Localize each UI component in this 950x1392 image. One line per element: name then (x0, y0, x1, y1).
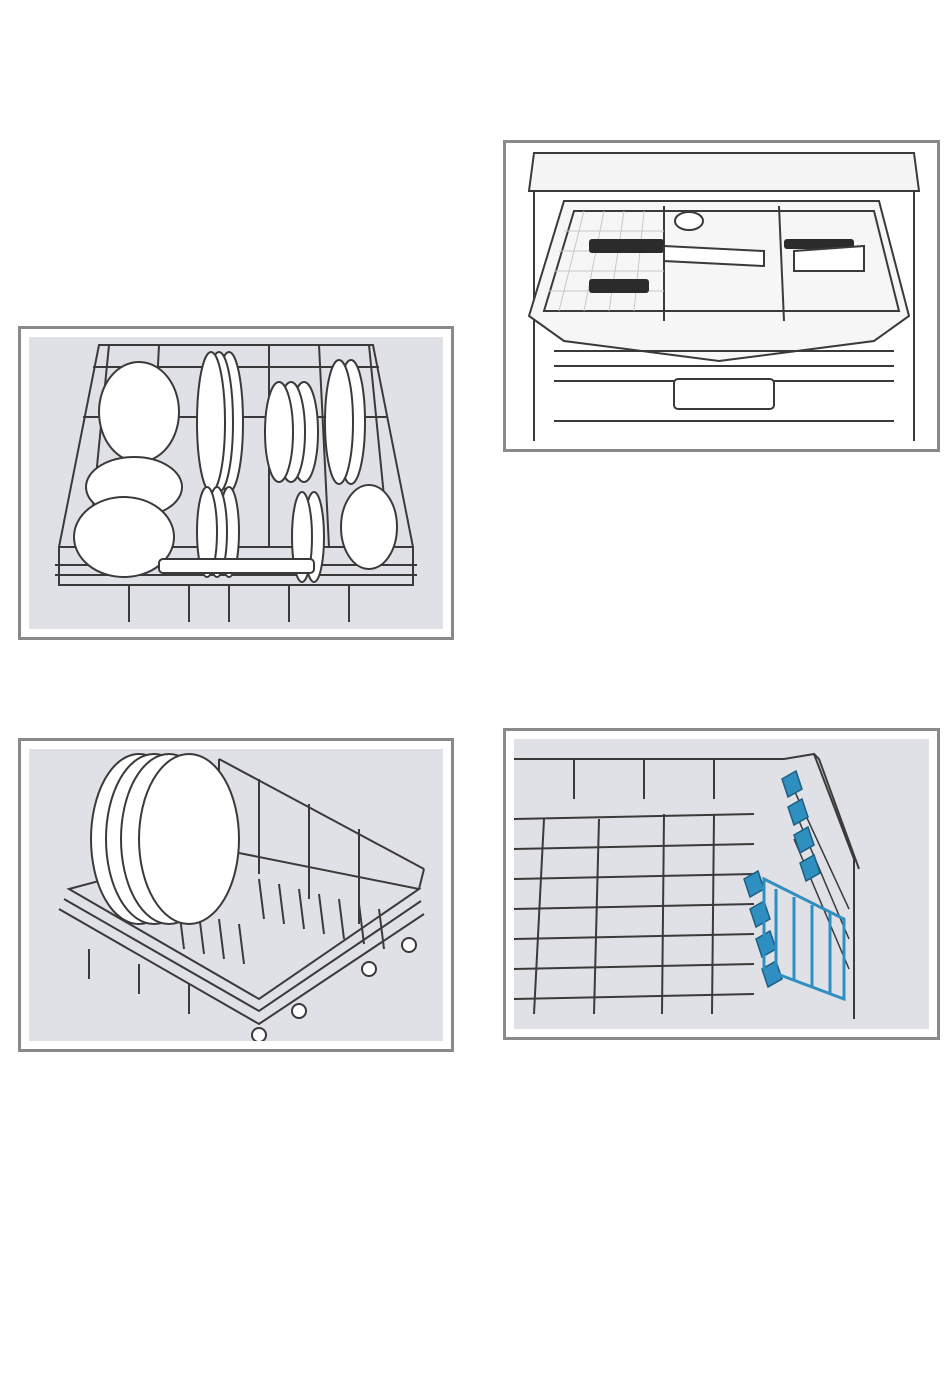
cutlery-drawer-illustration (514, 151, 929, 441)
figure-rack-clips (503, 728, 940, 1040)
figure-cutlery-drawer-canvas (514, 151, 929, 441)
figure-upper-basket (18, 326, 454, 640)
rack-clips-illustration (514, 739, 929, 1029)
upper-basket-illustration (29, 337, 443, 629)
figure-lower-basket-canvas (29, 749, 443, 1041)
figure-upper-basket-canvas (29, 337, 443, 629)
figure-lower-basket (18, 738, 454, 1052)
lower-basket-illustration (29, 749, 443, 1041)
figure-rack-clips-canvas (514, 739, 929, 1029)
figure-cutlery-drawer (503, 140, 940, 452)
